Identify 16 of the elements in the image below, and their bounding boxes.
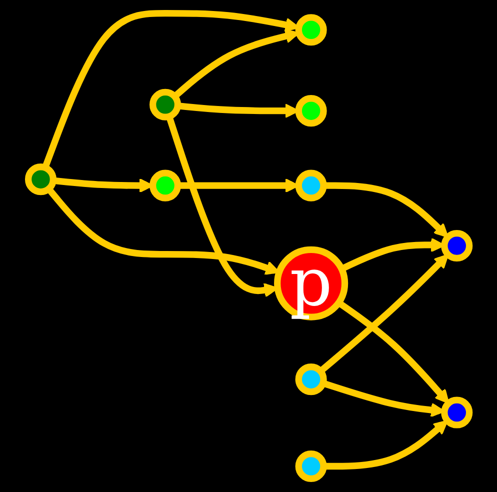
node-circle [440,230,472,262]
graph-diagram: p [14,0,482,492]
node-circle [440,396,472,428]
node-circle [295,14,327,46]
node-circle [274,246,348,320]
node-circle [295,364,327,396]
arrow [172,28,300,99]
arrow [318,254,448,374]
arrow [336,300,449,404]
arrow [42,10,300,169]
node-circle [295,170,327,202]
node-circle [24,164,56,196]
node-circle [295,95,327,127]
node-circle [149,170,181,202]
node-circle [295,450,327,482]
node-circle [149,88,181,120]
